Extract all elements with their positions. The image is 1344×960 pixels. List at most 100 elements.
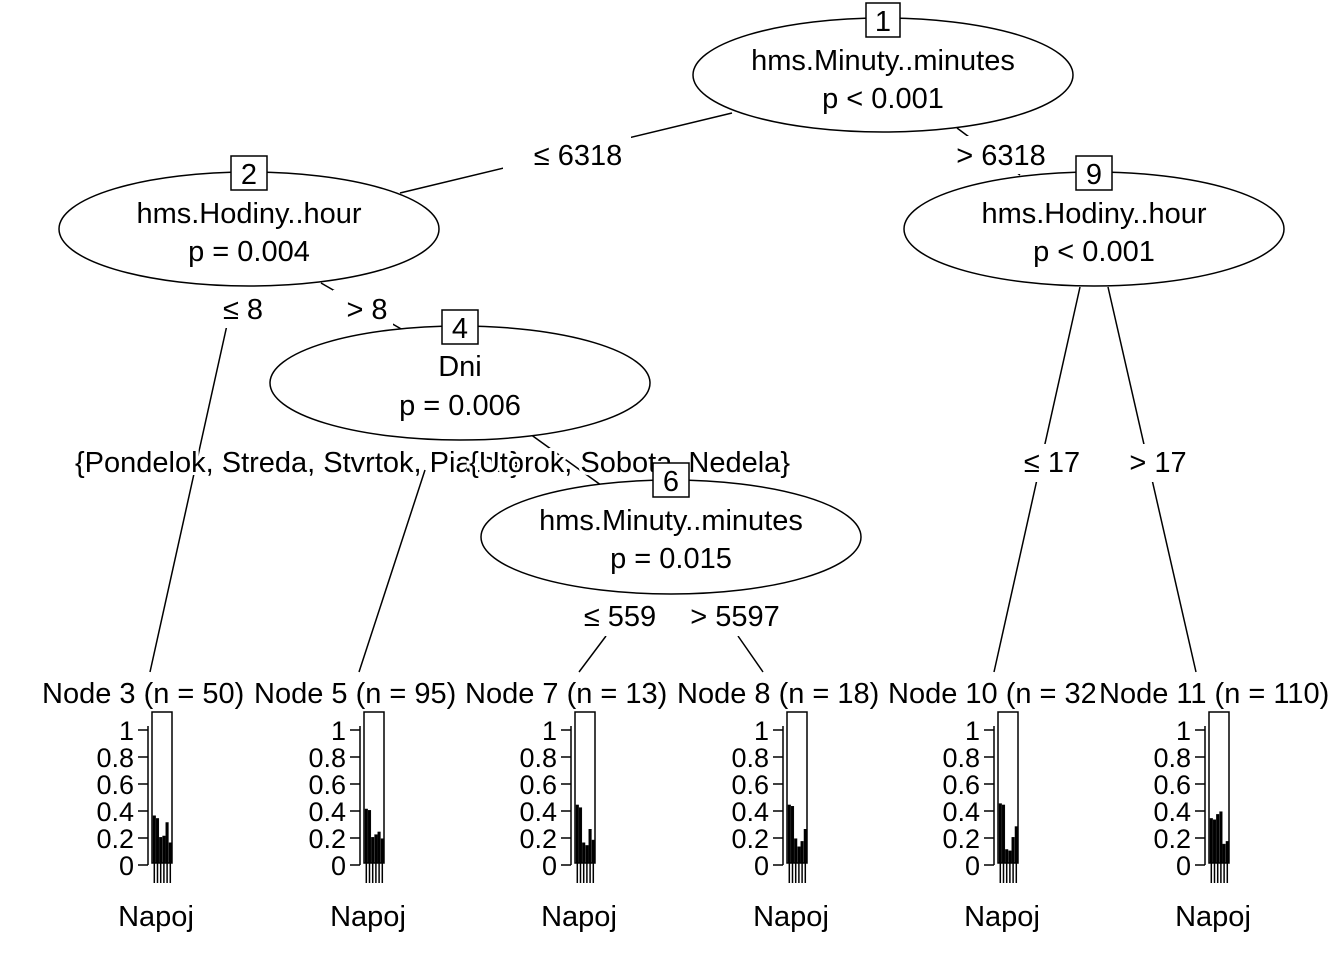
y-tick-label-8-5: 1 [754, 716, 769, 746]
bar-11-6 [1225, 841, 1229, 864]
bar-7-4 [585, 845, 589, 864]
edge-label-1-2: ≤ 6318 [534, 140, 623, 172]
bar-7-5 [588, 829, 592, 864]
edge-label-9-11: > 17 [1129, 447, 1186, 479]
bar-10-4 [1008, 850, 1012, 864]
y-tick-label-5-1: 0.2 [308, 824, 346, 854]
node-variable-1: hms.Minuty..minutes [751, 45, 1015, 77]
y-tick-label-3-1: 0.2 [96, 824, 134, 854]
inner-node-9: 9 hms.Hodiny..hour p < 0.001 [903, 155, 1285, 287]
node-pvalue-9: p < 0.001 [1033, 236, 1155, 268]
x-label-11: Napoj [1175, 901, 1251, 933]
bar-3-1 [152, 815, 156, 864]
x-label-10: Napoj [964, 901, 1040, 933]
bar-8-4 [797, 846, 801, 864]
y-tick-label-10-0: 0 [965, 851, 980, 881]
edge-labels: ≤ 6318 > 6318 ≤ 8 > 8 {Pondelok, Streda,… [72, 136, 1198, 636]
y-tick-label-8-4: 0.8 [731, 743, 769, 773]
terminal-title-5: Node 5 (n = 95) [254, 678, 456, 710]
bar-3-3 [159, 837, 163, 864]
edge-label-4-6: {Utorok, Sobota, Nedela} [469, 447, 790, 479]
bar-5-1 [364, 808, 368, 864]
inner-node-4: 4 Dni p = 0.006 [269, 309, 651, 441]
node-variable-4: Dni [438, 351, 482, 383]
bar-5-4 [374, 834, 378, 864]
bar-8-3 [794, 838, 798, 864]
y-tick-label-7-4: 0.8 [519, 743, 557, 773]
edge-label-4-5: {Pondelok, Streda, Stvrtok, Piatok} [75, 447, 520, 479]
y-tick-label-3-2: 0.4 [96, 797, 134, 827]
bar-11-5 [1222, 843, 1226, 864]
y-tick-label-7-1: 0.2 [519, 824, 557, 854]
y-tick-label-5-5: 1 [331, 716, 346, 746]
y-tick-label-10-5: 1 [965, 716, 980, 746]
node-id-2: 2 [241, 159, 257, 191]
bar-11-2 [1212, 819, 1217, 864]
bar-10-6 [1014, 826, 1018, 864]
bar-7-2 [578, 807, 583, 864]
y-tick-label-8-0: 0 [754, 851, 769, 881]
node-variable-2: hms.Hodiny..hour [136, 198, 361, 230]
y-tick-label-11-4: 0.8 [1153, 743, 1191, 773]
terminal-title-7: Node 7 (n = 13) [465, 678, 667, 710]
terminal-title-3: Node 3 (n = 50) [42, 678, 244, 710]
y-tick-label-10-2: 0.4 [942, 797, 980, 827]
edge-label-2-4: > 8 [346, 294, 387, 326]
edge-label-6-7: ≤ 559 [584, 601, 656, 633]
node-variable-9: hms.Hodiny..hour [981, 198, 1206, 230]
y-tick-label-5-3: 0.6 [308, 770, 346, 800]
x-label-3: Napoj [118, 901, 194, 933]
terminal-title-11: Node 11 (n = 110) [1099, 678, 1329, 710]
bar-7-6 [591, 839, 595, 864]
y-tick-label-7-0: 0 [542, 851, 557, 881]
bar-5-3 [371, 837, 375, 864]
bar-5-6 [380, 838, 384, 864]
terminal-title-10: Node 10 (n = 32) [888, 678, 1106, 710]
node-pvalue-6: p = 0.015 [610, 543, 732, 575]
y-tick-label-11-3: 0.6 [1153, 770, 1191, 800]
x-label-8: Napoj [753, 901, 829, 933]
node-variable-6: hms.Minuty..minutes [539, 505, 803, 537]
inner-node-2: 2 hms.Hodiny..hour p = 0.004 [58, 155, 440, 287]
y-tick-label-3-5: 1 [119, 716, 134, 746]
y-tick-label-5-4: 0.8 [308, 743, 346, 773]
node-pvalue-4: p = 0.006 [399, 390, 521, 422]
bar-3-4 [162, 835, 166, 864]
bar-5-2 [367, 810, 372, 864]
y-tick-label-11-0: 0 [1176, 851, 1191, 881]
node-id-4: 4 [452, 313, 468, 345]
y-tick-label-10-4: 0.8 [942, 743, 980, 773]
edge-label-2-3: ≤ 8 [223, 294, 263, 326]
y-tick-label-11-1: 0.2 [1153, 824, 1191, 854]
bar-11-3 [1216, 814, 1220, 864]
bar-10-2 [1001, 804, 1006, 864]
bar-8-5 [800, 841, 804, 864]
inner-node-1: 1 hms.Minuty..minutes p < 0.001 [692, 2, 1074, 133]
bar-7-1 [575, 804, 579, 864]
edge-4-6 [529, 433, 606, 489]
y-tick-label-3-4: 0.8 [96, 743, 134, 773]
edge-2-3 [149, 324, 228, 673]
inner-node-6: 6 hms.Minuty..minutes p = 0.015 [480, 462, 862, 595]
bar-3-6 [168, 842, 172, 864]
edge-label-1-9: > 6318 [956, 140, 1046, 172]
terminal-title-8: Node 8 (n = 18) [677, 678, 879, 710]
y-tick-label-8-2: 0.4 [731, 797, 769, 827]
edge-4-5 [358, 469, 426, 673]
node-pvalue-2: p = 0.004 [188, 236, 310, 268]
bar-11-1 [1209, 818, 1213, 864]
y-tick-label-3-3: 0.6 [96, 770, 134, 800]
y-tick-label-7-2: 0.4 [519, 797, 557, 827]
bar-10-1 [998, 803, 1002, 864]
y-tick-label-8-1: 0.2 [731, 824, 769, 854]
node-id-6: 6 [663, 466, 679, 498]
y-tick-label-7-5: 1 [542, 716, 557, 746]
node-id-9: 9 [1086, 159, 1102, 191]
x-label-5: Napoj [330, 901, 406, 933]
